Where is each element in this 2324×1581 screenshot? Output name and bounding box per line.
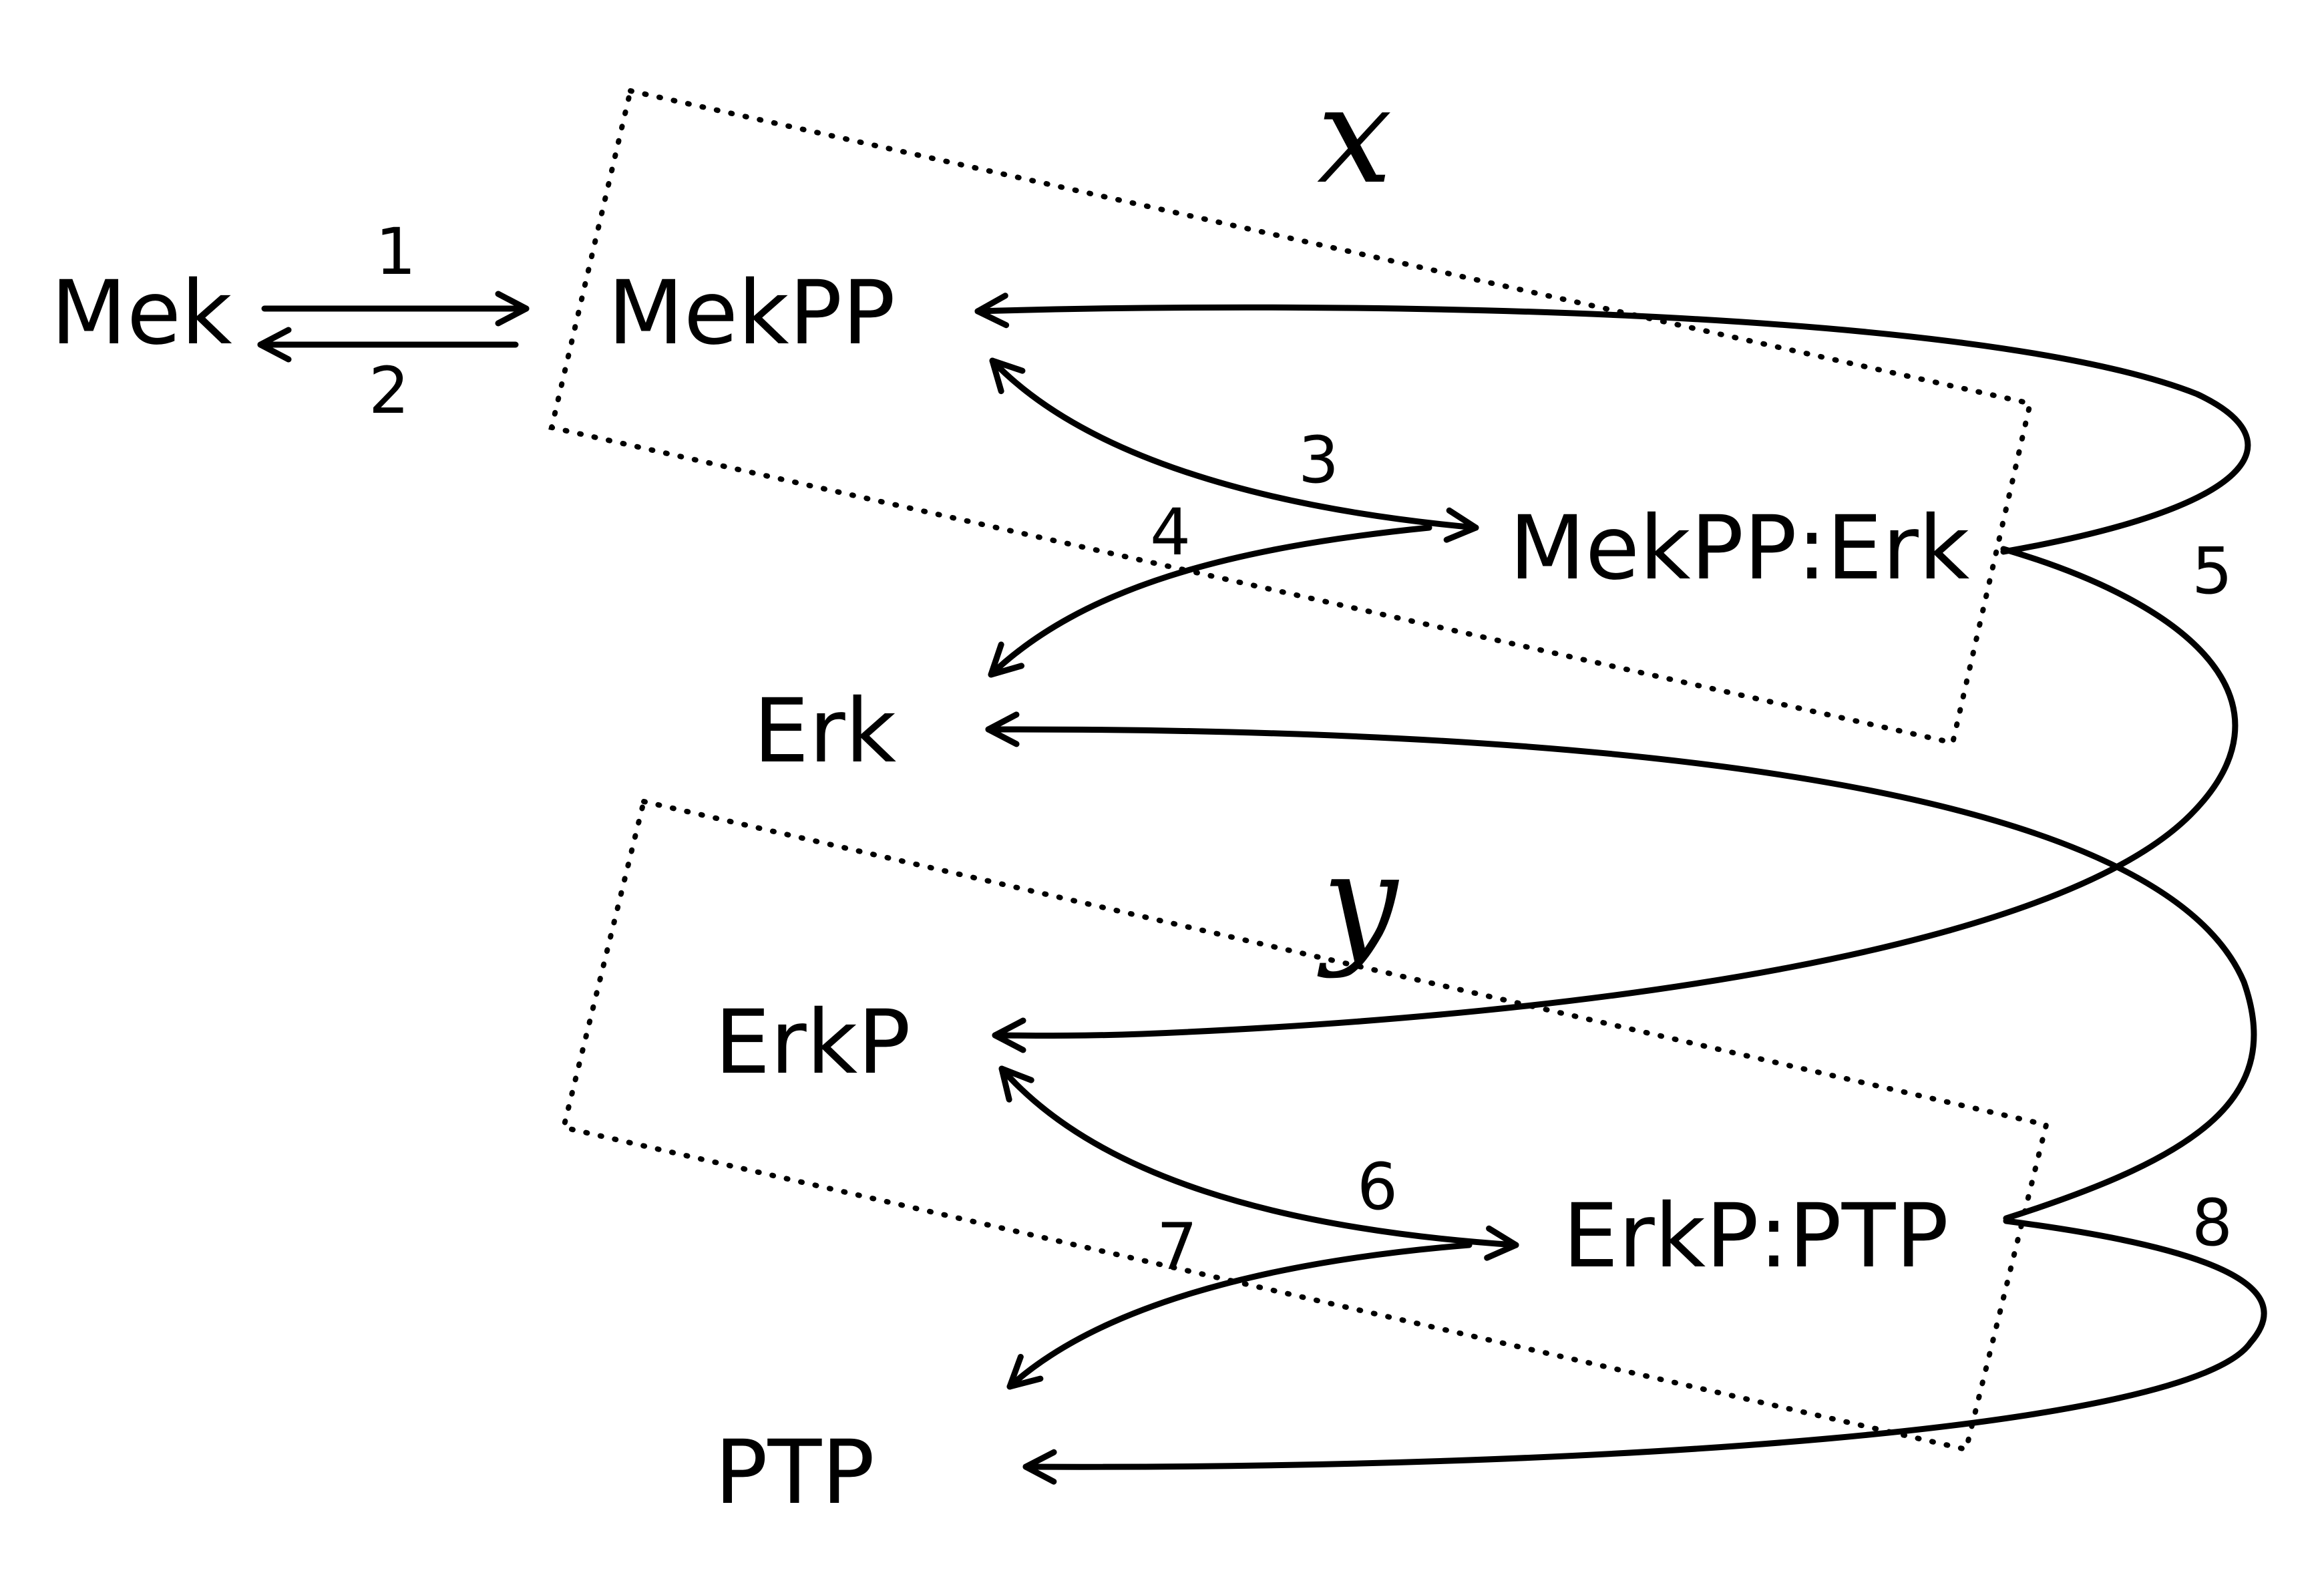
- species-ptp: PTP: [715, 1421, 875, 1524]
- reaction-3-arrow: [989, 357, 1479, 543]
- species-erk: Erk: [753, 680, 897, 783]
- reaction-7-arrow: [1006, 1242, 1473, 1390]
- reaction-label-2: 2: [369, 353, 409, 428]
- reaction-5-loop-to-mekpp: [974, 293, 2251, 555]
- group-x-label: x: [1317, 58, 1392, 214]
- reaction-6-arrow: [998, 1065, 1519, 1261]
- reaction-8-loop-to-erk: [985, 711, 2257, 1222]
- reaction-label-6: 6: [1357, 1150, 1398, 1224]
- group-y-box: [560, 798, 2050, 1453]
- reaction-8-loop-to-ptp: [1022, 1218, 2267, 1485]
- species-mekpp: MekPP: [608, 262, 896, 365]
- reaction-label-7: 7: [1157, 1210, 1197, 1284]
- reaction-label-4: 4: [1150, 495, 1191, 570]
- species-mek: Mek: [51, 262, 232, 365]
- reaction-5-loop-to-erkp: [992, 546, 2239, 1053]
- species-mekpp-erk-complex: MekPP:Erk: [1509, 497, 1970, 600]
- reaction-4-arrow: [988, 524, 1432, 678]
- reaction-label-1: 1: [375, 214, 416, 289]
- reaction-label-5: 5: [2192, 534, 2233, 608]
- group-y-label: y: [1317, 825, 1400, 981]
- species-erkp: ErkP: [715, 991, 911, 1094]
- reaction-label-8: 8: [2192, 1186, 2233, 1260]
- group-x-box: [548, 87, 2034, 746]
- reaction-label-3: 3: [1298, 423, 1339, 498]
- species-erkp-ptp-complex: ErkP:PTP: [1563, 1185, 1949, 1288]
